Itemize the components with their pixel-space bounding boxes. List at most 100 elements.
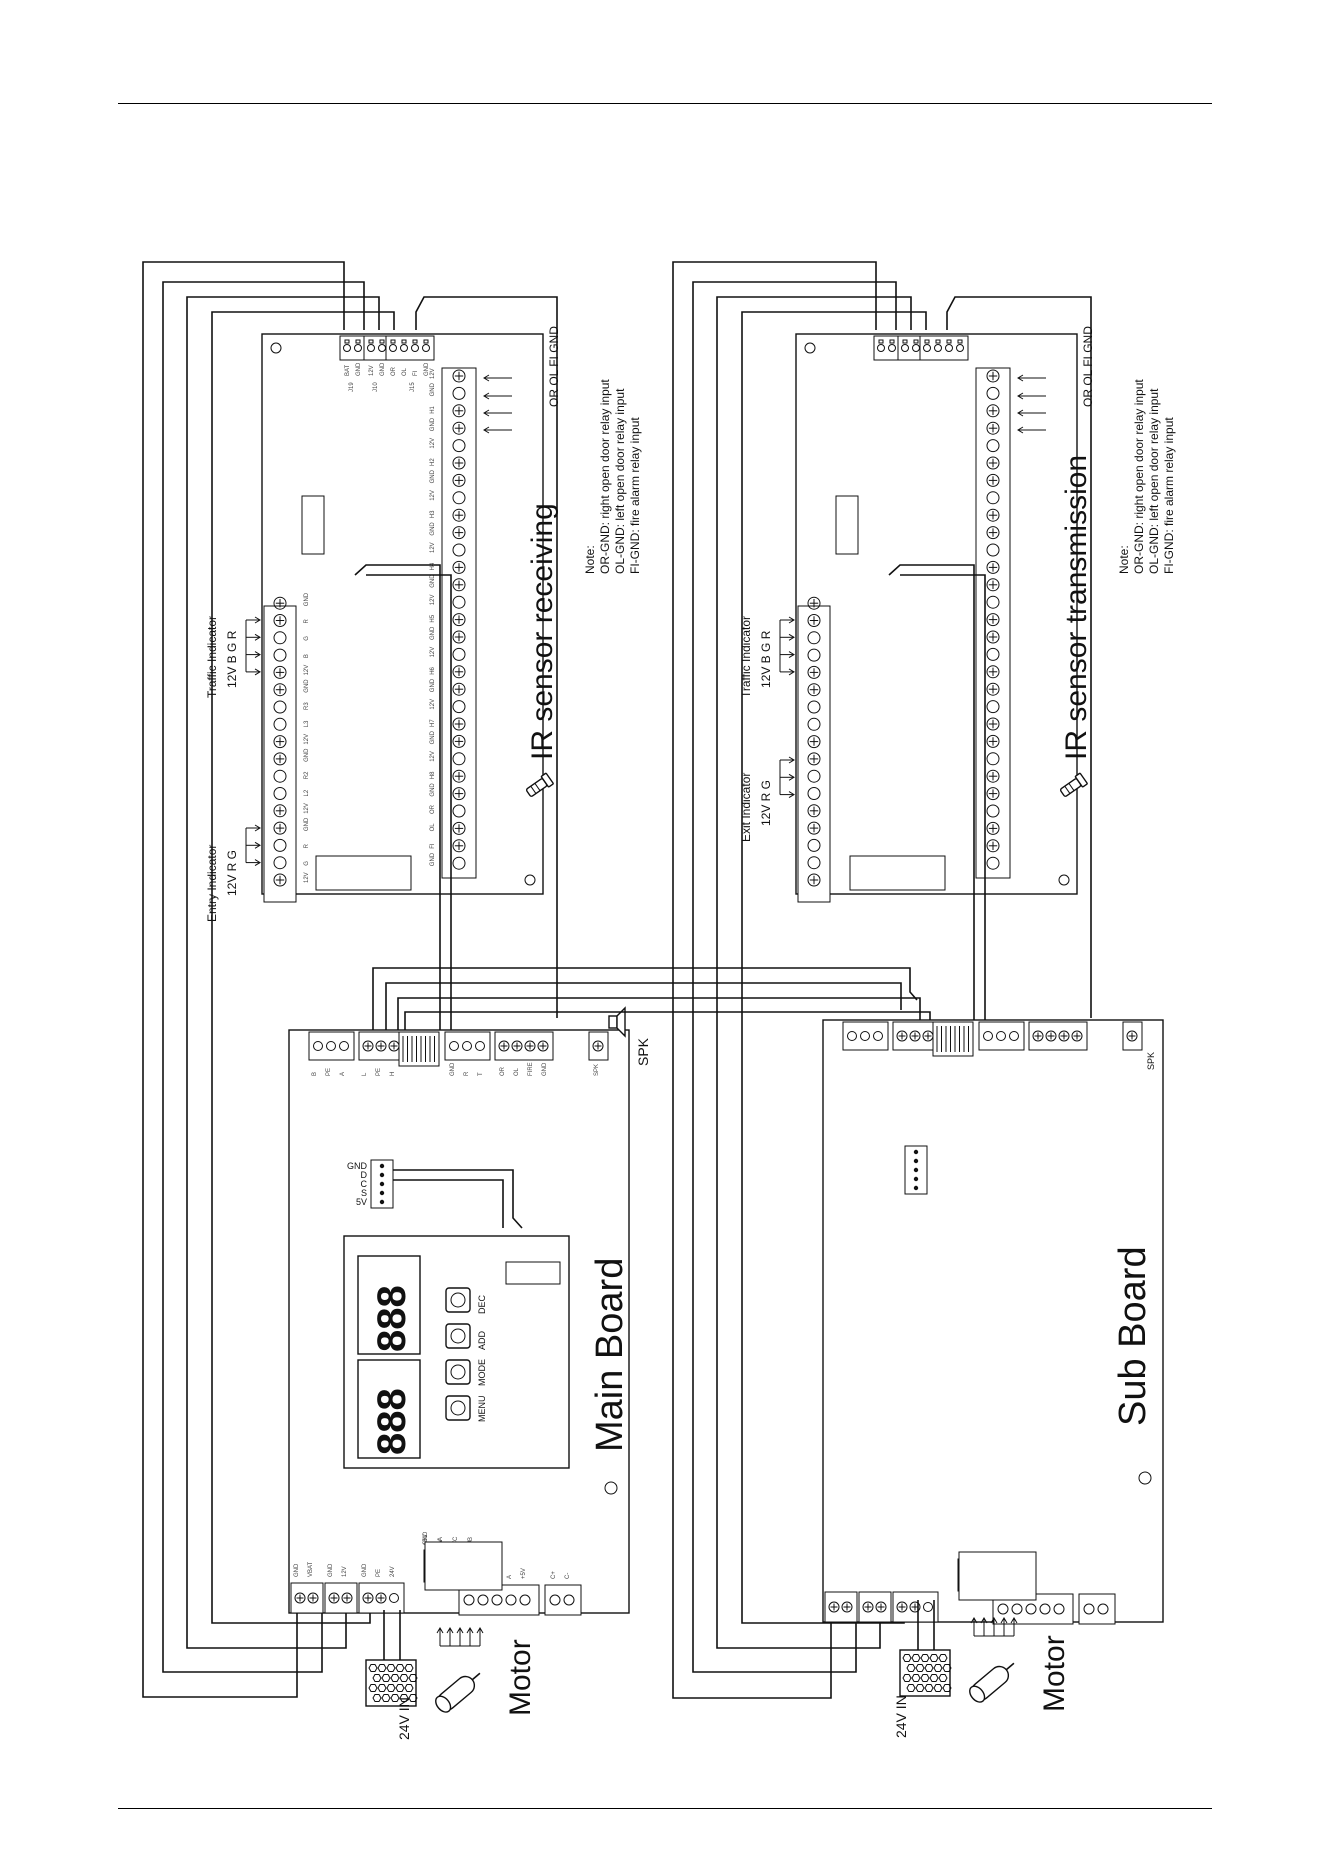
left-pin-label: GND	[304, 592, 310, 606]
bottom-pin-label: GND	[430, 469, 436, 483]
power-pin-label: PE	[376, 1569, 382, 1577]
terminal-hole	[986, 439, 1000, 453]
panel-button-0[interactable]: MENU	[445, 1395, 487, 1423]
screw-terminal	[375, 1040, 387, 1052]
screw-terminal	[273, 752, 287, 766]
screw-terminal	[452, 369, 466, 383]
screw-terminal	[986, 630, 1000, 644]
bottom-pin-label: H3	[430, 510, 436, 518]
mount-hole	[1138, 1471, 1152, 1485]
board-top-pin-label: GND	[542, 1062, 548, 1076]
screw-terminal	[452, 787, 466, 801]
screw-terminal	[592, 1040, 604, 1052]
left-pin-label: 12V	[304, 734, 310, 745]
j1-pin-label: +5V	[423, 1534, 429, 1545]
screw-terminal	[452, 421, 466, 435]
display-right-frame	[357, 1255, 421, 1355]
terminal-hole	[452, 700, 466, 714]
screw-terminal	[986, 369, 1000, 383]
bottom-pin-label: H8	[430, 771, 436, 779]
left-pin-label: R	[304, 843, 310, 848]
terminal-hole	[997, 1603, 1009, 1615]
sub-motor-icon	[969, 1662, 1015, 1703]
screw-terminal	[807, 873, 821, 887]
terminal-hole	[452, 491, 466, 505]
bottom-pin-label: H6	[430, 666, 436, 674]
terminal-hole	[873, 1031, 883, 1041]
board-top-pin-label: A	[340, 1072, 346, 1076]
terminal-hole	[986, 752, 1000, 766]
ir-receiving-input-arrows	[483, 374, 512, 434]
screw-terminal	[986, 665, 1000, 679]
terminal-hole	[505, 1594, 517, 1606]
screw-terminal	[896, 1030, 908, 1042]
terminal-hole	[1009, 1031, 1019, 1041]
terminal-hole	[1053, 1603, 1065, 1615]
terminal-hole	[389, 1593, 399, 1603]
note-line-3: FI-GND: fire alarm relay input	[628, 417, 642, 574]
panel-button-3[interactable]: DEC	[445, 1287, 487, 1314]
display-left-frame	[357, 1359, 421, 1459]
main-spk-label: SPK	[635, 1037, 651, 1066]
screw-terminal	[388, 1040, 400, 1052]
screw-terminal	[375, 1592, 387, 1604]
note-line-1: OR-GND: right open door relay input	[1132, 379, 1146, 574]
screw-terminal	[986, 404, 1000, 418]
power-pin-label: GND	[328, 1563, 334, 1577]
left-pin-label: R2	[304, 771, 310, 779]
screw-terminal	[452, 613, 466, 627]
board-top-pin-label: PE	[326, 1068, 332, 1076]
screw-terminal	[807, 821, 821, 835]
main-board-title: Main Board	[589, 1258, 631, 1452]
screw-terminal	[807, 683, 821, 697]
screw-terminal	[986, 508, 1000, 522]
panel-button-2[interactable]: ADD	[445, 1323, 487, 1350]
screw-terminal	[909, 1030, 921, 1042]
terminal-hole	[273, 700, 287, 714]
screw-terminal	[807, 614, 821, 627]
terminal-hole	[273, 838, 287, 852]
screw-terminal	[273, 665, 287, 679]
power-pin-label: VBAT	[308, 1561, 314, 1577]
screw-terminal	[452, 526, 466, 540]
inter-board-cables	[372, 967, 931, 1030]
board-top-pin-label: FIRE	[528, 1062, 534, 1076]
display-left-digits: 888	[370, 1388, 414, 1455]
board-top-pin-label: B	[312, 1072, 318, 1076]
terminal-hole	[807, 787, 821, 800]
screw-terminal	[452, 456, 466, 470]
terminal-hole	[452, 386, 466, 400]
terminal-hole	[452, 647, 466, 661]
board-top-pin-label: OL	[514, 1067, 520, 1076]
terminal-hole	[986, 804, 1000, 818]
terminal-hole	[807, 769, 821, 783]
panel-button-1[interactable]: MODE	[445, 1359, 487, 1386]
j4-connector	[505, 1261, 561, 1285]
screw-terminal	[307, 1592, 319, 1604]
left-pin-label: GND	[304, 748, 310, 762]
terminal-hole	[986, 856, 1000, 870]
terminal-hole	[273, 787, 287, 800]
main-board-buttons: MENU MODE ADD DEC	[445, 1287, 487, 1423]
screw-terminal	[986, 717, 1000, 731]
screw-terminal	[875, 1601, 887, 1613]
terminal-hole	[462, 1041, 472, 1051]
screw-terminal	[452, 839, 466, 853]
j1-pin-label: SA	[438, 1537, 444, 1545]
ir-sensor-icon	[1059, 772, 1088, 797]
terminal-hole	[463, 1594, 475, 1606]
mount-hole	[804, 342, 816, 354]
screw-terminal	[1045, 1030, 1057, 1042]
terminal-hole	[273, 717, 287, 731]
screw-terminal	[807, 665, 821, 679]
ir-transmission-inputs-label: OR OL FI GND	[1081, 326, 1095, 407]
sub-spk-label: SPK	[1146, 1052, 1156, 1070]
screw-terminal	[828, 1601, 840, 1613]
note-line-2: OL-GND: left open door relay input	[613, 388, 627, 574]
screw-terminal	[807, 596, 821, 610]
jack-label: J10	[373, 382, 379, 392]
main-motor-arrows	[436, 1627, 484, 1647]
tx-traffic-indicator-label: Traffic Indicator	[739, 616, 753, 698]
screw-terminal	[452, 734, 466, 748]
